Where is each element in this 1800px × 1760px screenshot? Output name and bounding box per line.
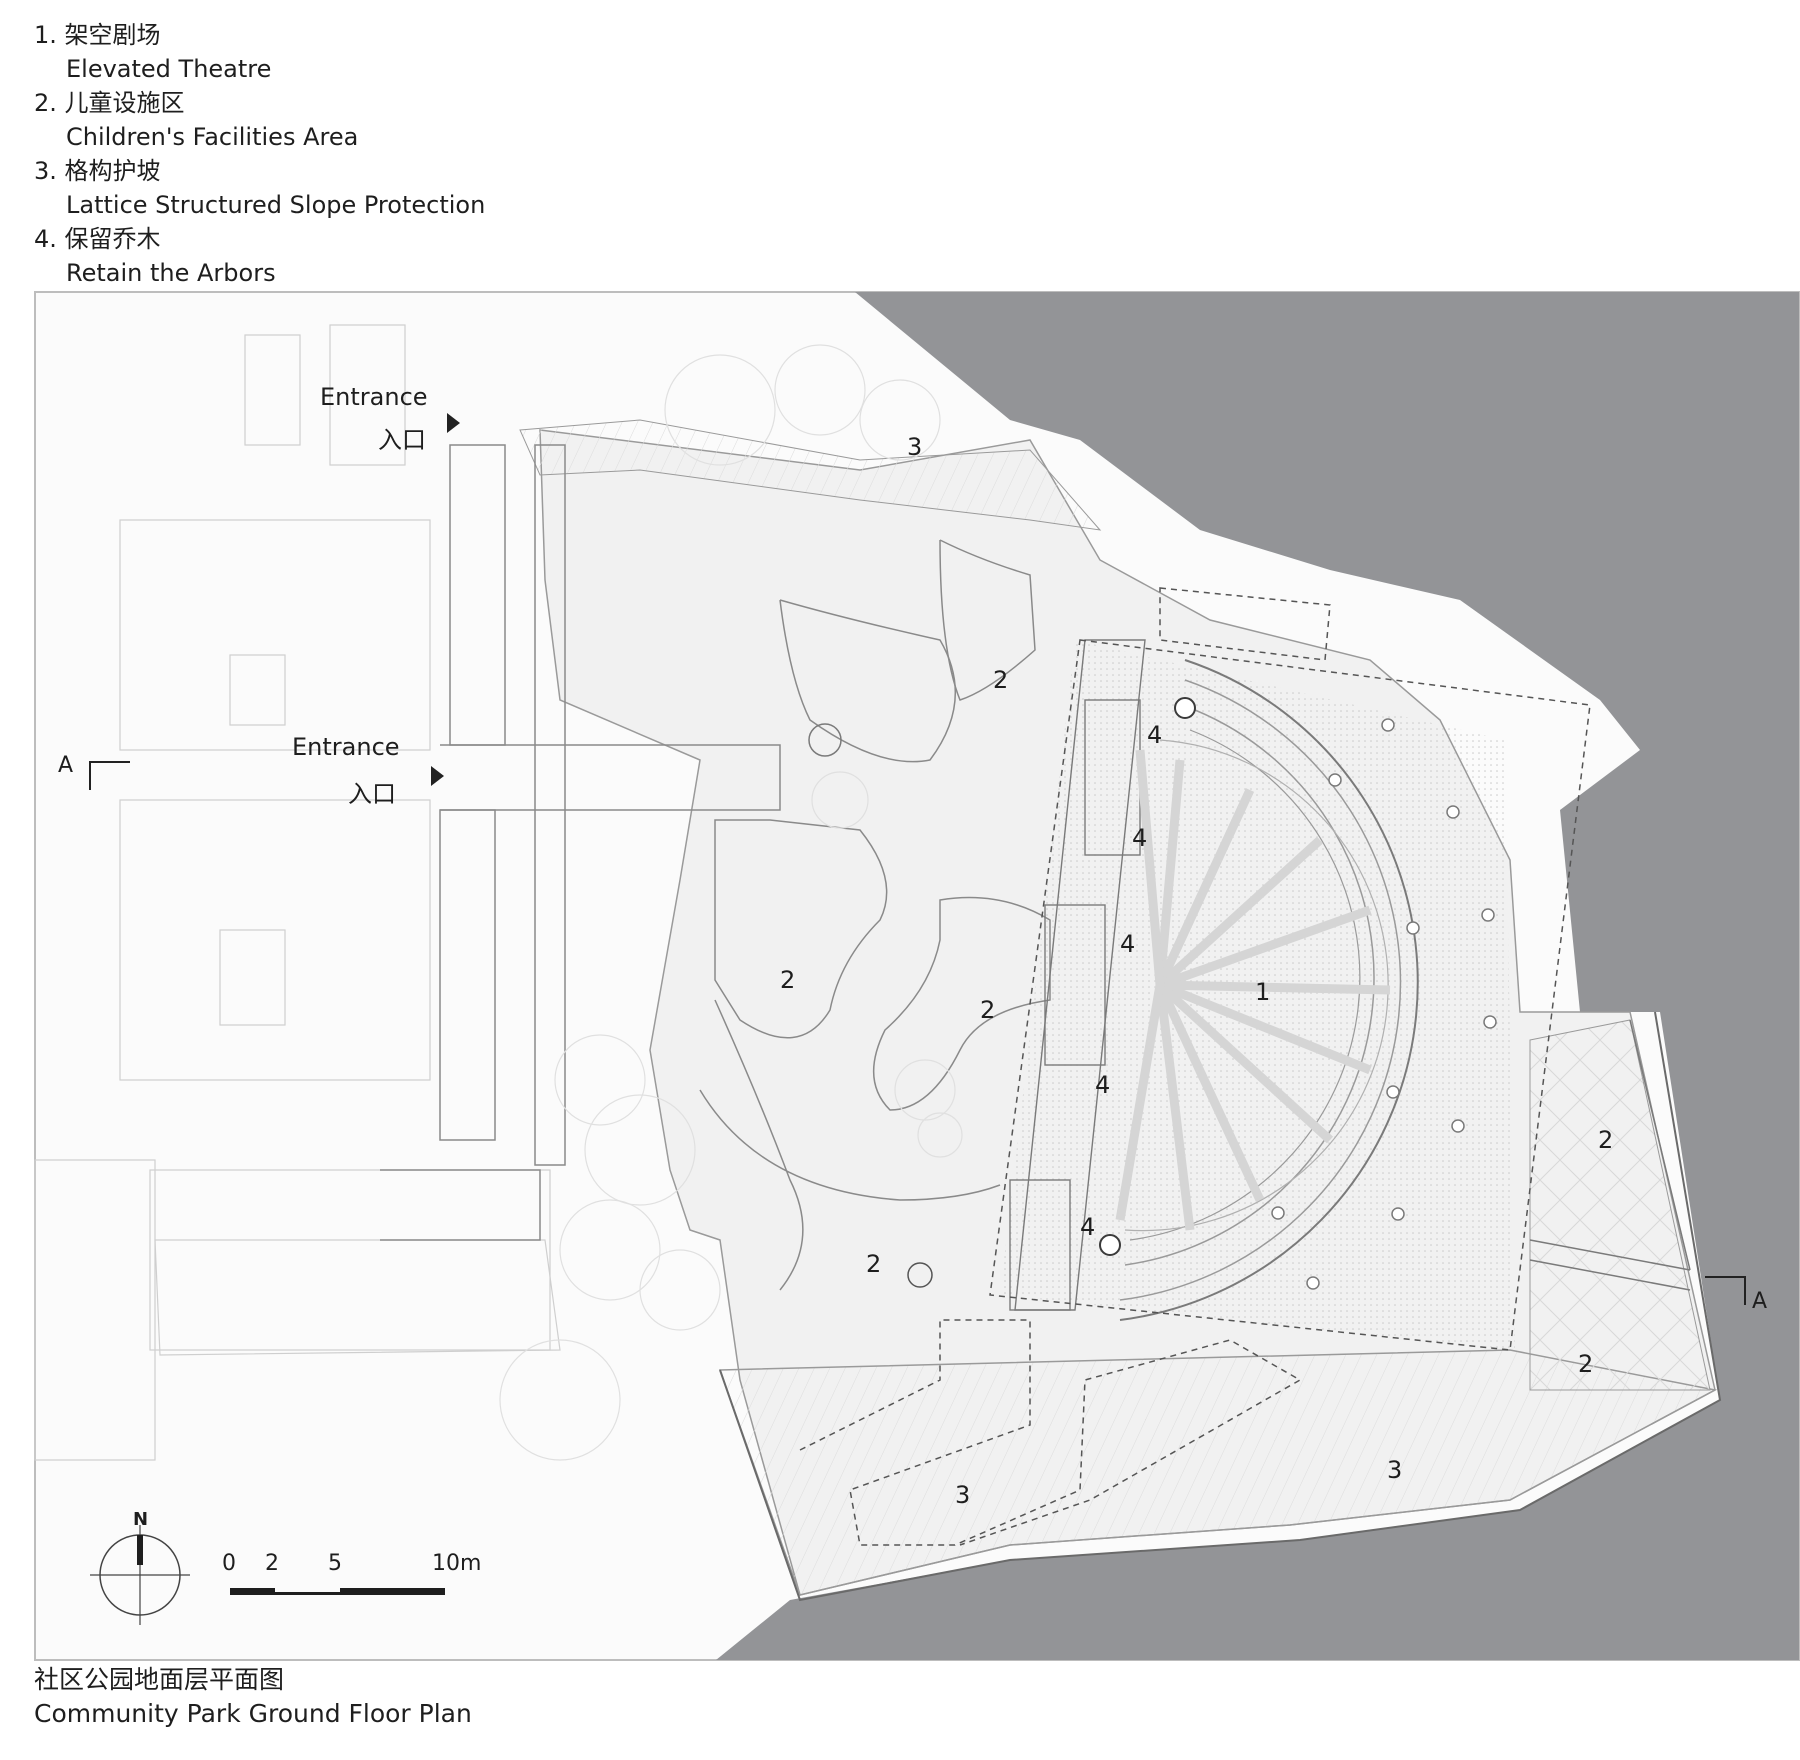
- section-label-west: A: [58, 753, 73, 778]
- legend-item: 4. 保留乔木 Retain the Arbors: [34, 222, 485, 290]
- entrance-label-north-cn: 入口: [378, 426, 426, 454]
- scale-tick: 5: [328, 1551, 342, 1576]
- waterfront-edge: [719, 1011, 1722, 1602]
- legend-label-en: Lattice Structured Slope Protection: [66, 191, 486, 219]
- legend-item: 2. 儿童设施区 Children's Facilities Area: [34, 86, 485, 154]
- north-arrow: N: [90, 1509, 190, 1625]
- entrance-label-north: Entrance: [320, 383, 428, 411]
- legend-number: 4.: [34, 225, 57, 253]
- area-label-children: 2: [1578, 1350, 1593, 1378]
- children-paths: [699, 539, 1051, 1291]
- section-label-east: A: [1752, 1289, 1767, 1314]
- scale-bar: 0 2 5 10m: [222, 1551, 481, 1595]
- area-label-children: 2: [866, 1250, 881, 1278]
- legend-label-cn: 架空剧场: [64, 21, 161, 49]
- entrance-label-west-cn: 入口: [348, 780, 396, 808]
- area-label-slope: 3: [955, 1481, 970, 1509]
- caption-cn: 社区公园地面层平面图: [34, 1665, 285, 1694]
- scale-tick: 10m: [432, 1551, 481, 1576]
- legend-number: 2.: [34, 89, 57, 117]
- compass-feature-circle: [808, 723, 842, 757]
- legend: 1. 架空剧场 Elevated Theatre 2. 儿童设施区 Childr…: [34, 18, 485, 290]
- legend-item: 3. 格构护坡 Lattice Structured Slope Protect…: [34, 154, 485, 222]
- play-circle: [907, 1262, 933, 1288]
- legend-label-en: Retain the Arbors: [66, 259, 276, 287]
- area-label-arbor: 4: [1095, 1071, 1110, 1099]
- elevated-theatre: [1099, 659, 1497, 1321]
- north-label: N: [133, 1509, 148, 1530]
- area-label-arbor: 4: [1080, 1213, 1095, 1241]
- section-marker-west-line: [89, 761, 130, 790]
- legend-item: 1. 架空剧场 Elevated Theatre: [34, 18, 485, 86]
- area-label-arbor: 4: [1147, 721, 1162, 749]
- area-label-arbor: 4: [1120, 930, 1135, 958]
- legend-label-cn: 儿童设施区: [64, 89, 185, 117]
- entrance-arrow-north: [447, 413, 460, 433]
- area-label-children: 2: [780, 966, 795, 994]
- caption-en: Community Park Ground Floor Plan: [34, 1699, 472, 1728]
- area-label-children: 2: [993, 666, 1008, 694]
- scale-tick: 0: [222, 1551, 236, 1576]
- legend-label-cn: 保留乔木: [64, 225, 161, 253]
- legend-number: 3.: [34, 157, 57, 185]
- area-label-slope: 3: [1387, 1456, 1402, 1484]
- children-area-east: [1529, 1019, 1711, 1391]
- retained-trees: [499, 344, 963, 1461]
- entrance-arrow-west: [431, 766, 444, 786]
- legend-number: 1.: [34, 21, 57, 49]
- legend-label-en: Elevated Theatre: [66, 55, 272, 83]
- legend-label-cn: 格构护坡: [64, 157, 161, 185]
- south-ramp: [799, 1319, 1302, 1546]
- area-label-arbor: 4: [1132, 824, 1147, 852]
- area-label-children: 2: [980, 996, 995, 1024]
- section-marker-east-line: [1705, 1276, 1746, 1305]
- area-label-theatre: 1: [1255, 978, 1270, 1006]
- entrance-walks: [380, 444, 781, 1241]
- area-label-children: 2: [1598, 1126, 1613, 1154]
- scale-tick: 2: [265, 1551, 279, 1576]
- area-label-slope: 3: [907, 433, 922, 461]
- water-body: [716, 292, 1799, 1660]
- entrance-label-west: Entrance: [292, 733, 400, 761]
- map-caption: 社区公园地面层平面图 Community Park Ground Floor P…: [34, 1663, 472, 1731]
- east-platforms: [1529, 1019, 1691, 1291]
- lattice-slope-north: [519, 419, 1102, 531]
- legend-label-en: Children's Facilities Area: [66, 123, 359, 151]
- deck-outline: [989, 587, 1591, 1351]
